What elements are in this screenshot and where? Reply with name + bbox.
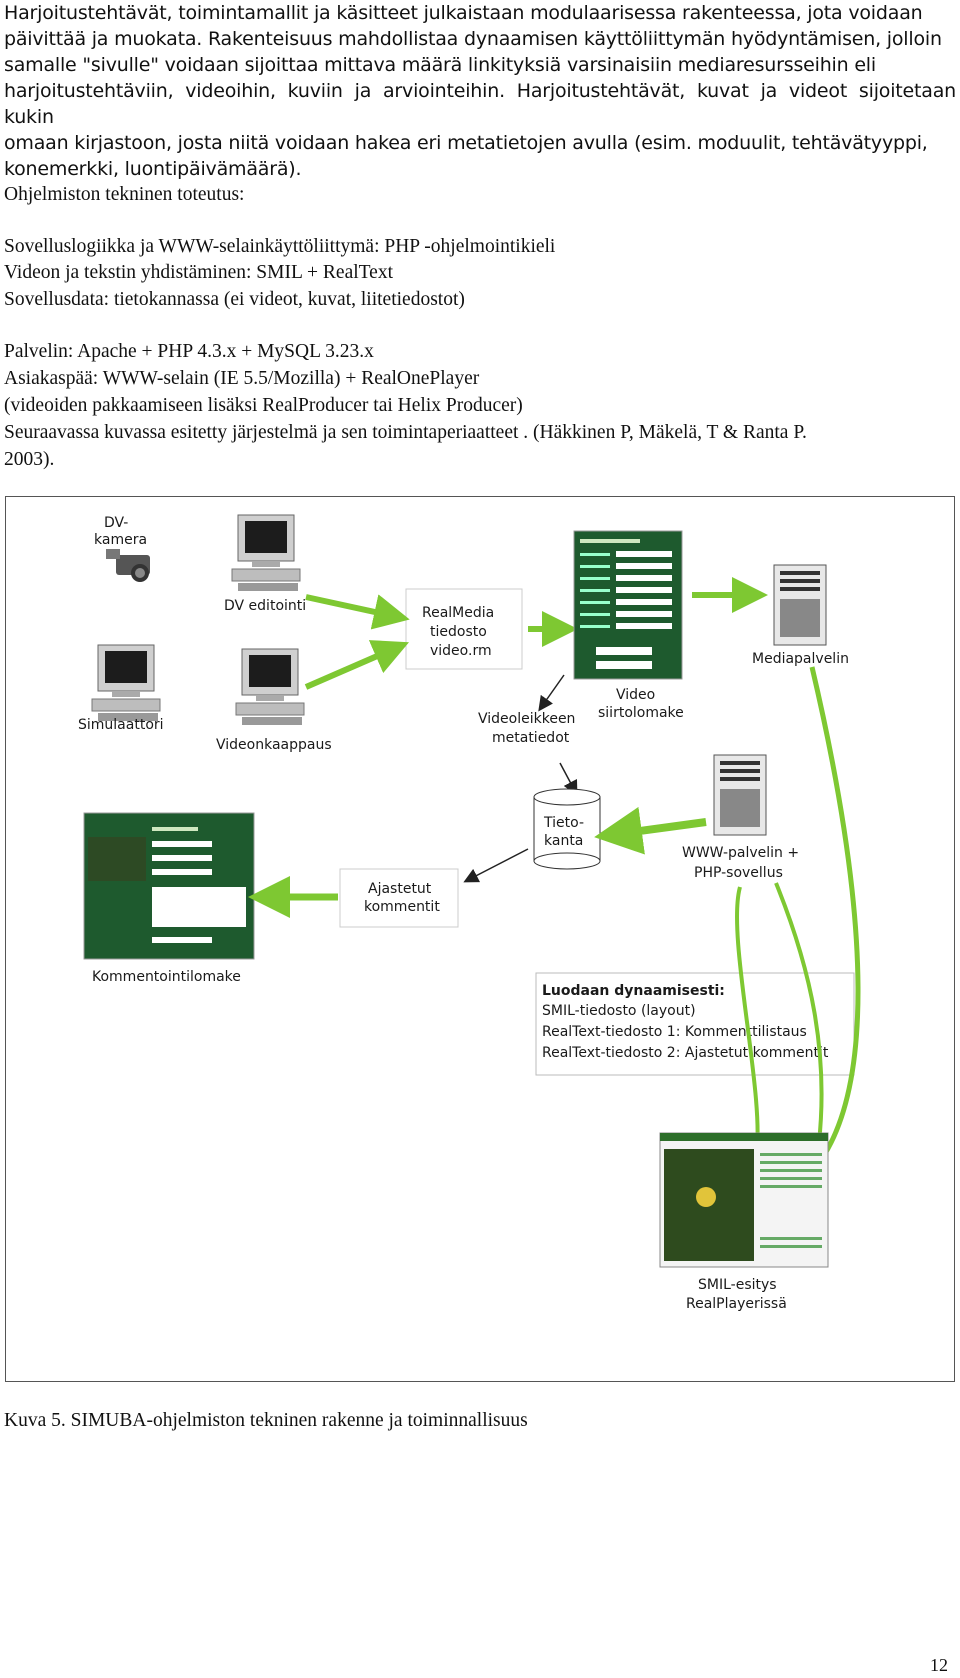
tech-line: Sovellusdata: tietokannassa (ei videot, … <box>4 289 465 310</box>
dynamic-box-line: RealText-tiedosto 1: Kommenttilistaus <box>542 1024 807 1040</box>
ajastetut-box <box>339 868 459 928</box>
arrow <box>305 594 410 630</box>
dynamic-box-line: RealText-tiedosto 2: Ajastetut kommentit <box>542 1045 829 1061</box>
realmedia-label: RealMedia <box>422 605 494 621</box>
metatiedot-label: Videoleikkeen <box>478 711 575 727</box>
database-icon <box>533 788 601 870</box>
arrow <box>788 666 861 1194</box>
intro-line: harjoitustehtäviin, videoihin, kuviin ja… <box>4 80 956 128</box>
tietokanta-label: kanta <box>544 833 583 849</box>
videonkaappaus-label: Videonkaappaus <box>216 737 332 753</box>
arrow <box>304 640 410 690</box>
tietokanta-label: Tieto- <box>543 815 584 831</box>
server-icon <box>713 754 767 836</box>
platform-line: Asiakaspää: WWW-selain (IE 5.5/Mozilla) … <box>4 368 480 389</box>
computer-icon <box>235 648 305 725</box>
video-camera-icon <box>106 549 150 582</box>
mediapalvelin-label: Mediapalvelin <box>752 651 849 667</box>
dynamic-box-line: SMIL-tiedosto (layout) <box>542 1003 696 1019</box>
intro-line: omaan kirjastoon, josta niitä voidaan ha… <box>4 132 928 154</box>
dv-editointi-label: DV editointi <box>224 598 306 614</box>
arrow <box>559 762 578 796</box>
platform-line: (videoiden pakkaamiseen lisäksi RealProd… <box>4 395 523 416</box>
upload-form-screenshot <box>573 530 683 680</box>
tech-line: Videon ja tekstin yhdistäminen: SMIL + R… <box>4 262 394 283</box>
smil-esitys-label: SMIL-esitys <box>698 1277 777 1293</box>
realmedia-label: tiedosto <box>430 624 487 640</box>
video-siirtolomake-label: siirtolomake <box>598 705 684 721</box>
platform-line: Palvelin: Apache + PHP 4.3.x + MySQL 3.2… <box>4 341 374 362</box>
simulaattori-label: Simulaattori <box>78 717 164 733</box>
arrow <box>774 882 829 1185</box>
realmedia-label: video.rm <box>430 643 492 659</box>
www-palvelin-label: PHP-sovellus <box>694 865 783 881</box>
platform-line: 2003). <box>4 449 55 470</box>
realplayer-screenshot <box>659 1132 829 1268</box>
intro-paragraph: Harjoitustehtävät, toimintamallit ja käs… <box>4 0 956 182</box>
arrow <box>538 674 565 712</box>
tech-line: Sovelluslogiikka ja WWW-selainkäyttöliit… <box>4 236 556 257</box>
intro-line: Harjoitustehtävät, toimintamallit ja käs… <box>4 2 923 24</box>
server-icon <box>773 564 827 646</box>
page-number: 12 <box>930 1655 948 1675</box>
arrow <box>735 886 771 1165</box>
video-siirtolomake-label: Video <box>616 687 655 703</box>
figure-caption: Kuva 5. SIMUBA-ohjelmiston tekninen rake… <box>4 1410 528 1431</box>
arrow <box>594 806 707 855</box>
dv-kamera-label: DV- <box>104 515 128 531</box>
intro-line: päivittää ja muokata. Rakenteisuus mahdo… <box>4 28 942 50</box>
dv-kamera-label: kamera <box>94 532 147 548</box>
platform-line: Seuraavassa kuvassa esitetty järjestelmä… <box>4 422 807 443</box>
ajastetut-label: Ajastetut <box>368 881 432 897</box>
intro-line: samalle "sivulle" voidaan sijoittaa mitt… <box>4 54 876 76</box>
ajastetut-label: kommentit <box>364 899 440 915</box>
www-palvelin-label: WWW-palvelin + <box>682 845 799 861</box>
computer-icon <box>231 514 301 591</box>
section-heading: Ohjelmiston tekninen toteutus: <box>4 184 245 205</box>
comment-form-screenshot <box>83 812 255 960</box>
computer-icon <box>91 644 161 721</box>
metatiedot-label: metatiedot <box>492 730 570 746</box>
dynamic-box-title: Luodaan dynaamisesti: <box>542 983 725 999</box>
arrow <box>463 848 529 883</box>
intro-line: konemerkki, luontipäivämäärä). <box>4 158 302 180</box>
dynamic-box <box>535 972 855 1076</box>
realmedia-box <box>405 588 523 670</box>
architecture-diagram: DV- kamera DV editointi Simulaattori Vid… <box>5 496 955 1382</box>
smil-esitys-label: RealPlayerissä <box>686 1296 787 1312</box>
kommentointilomake-label: Kommentointilomake <box>92 969 241 985</box>
